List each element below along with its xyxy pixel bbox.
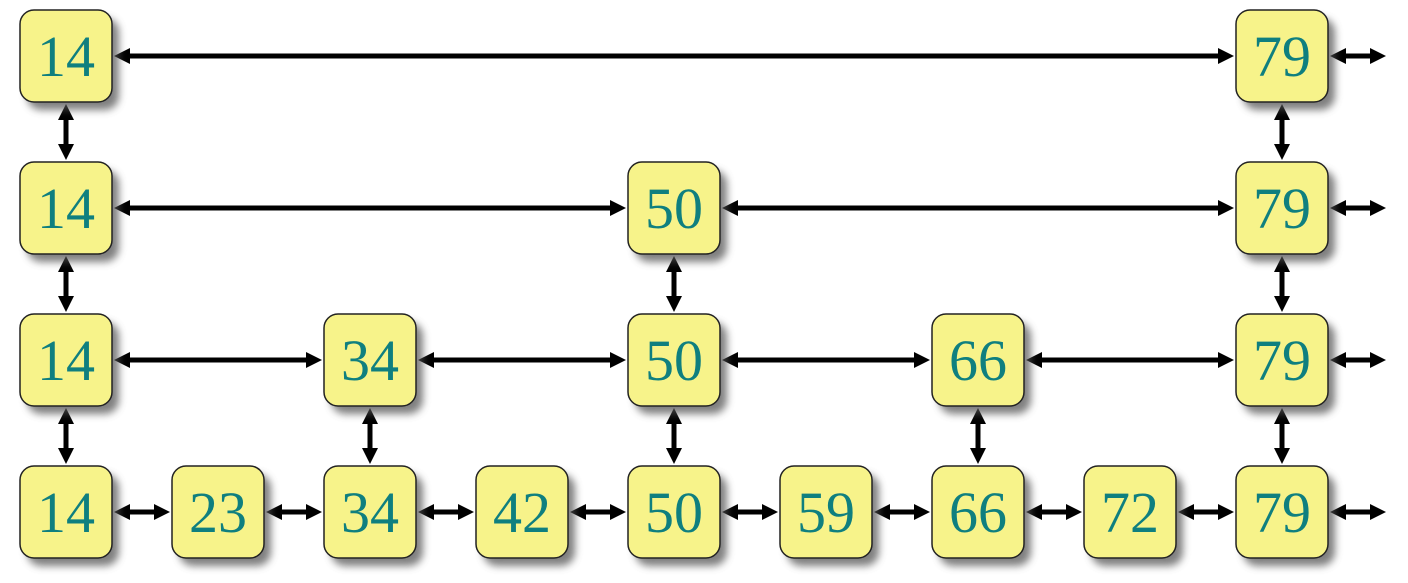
down-link-50-level-1 — [666, 256, 682, 312]
node-key: 14 — [37, 328, 95, 393]
down-link-34-level-2 — [362, 408, 378, 464]
link-level-2-66-79 — [1026, 352, 1234, 368]
node-14-level-3: 14 — [19, 465, 119, 566]
node-key: 50 — [645, 328, 703, 393]
node-34-level-2: 34 — [323, 313, 423, 414]
node-key: 79 — [1253, 480, 1311, 545]
node-14-level-0: 14 — [19, 9, 119, 110]
node-34-level-3: 34 — [323, 465, 423, 566]
node-key: 72 — [1101, 480, 1159, 545]
link-level-3-23-34 — [266, 504, 322, 520]
node-50-level-1: 50 — [627, 161, 727, 262]
node-key: 59 — [797, 480, 855, 545]
node-72-level-3: 72 — [1083, 465, 1183, 566]
link-level-1-14-50 — [114, 200, 626, 216]
node-79-level-3: 79 — [1235, 465, 1335, 566]
link-level-2-50-66 — [722, 352, 930, 368]
node-key: 34 — [341, 328, 399, 393]
node-key: 50 — [645, 176, 703, 241]
node-key: 66 — [949, 328, 1007, 393]
link-level-3-72-79 — [1178, 504, 1234, 520]
node-50-level-2: 50 — [627, 313, 727, 414]
link-level-0-14-79 — [114, 48, 1234, 64]
node-key: 34 — [341, 480, 399, 545]
down-link-79-level-0 — [1274, 104, 1290, 160]
link-level-3-50-59 — [722, 504, 778, 520]
down-link-14-level-2 — [58, 408, 74, 464]
link-level-3-34-42 — [418, 504, 474, 520]
node-key: 79 — [1253, 328, 1311, 393]
node-66-level-3: 66 — [931, 465, 1031, 566]
trailing-link-level-2 — [1330, 352, 1386, 368]
node-79-level-2: 79 — [1235, 313, 1335, 414]
node-key: 50 — [645, 480, 703, 545]
node-14-level-2: 14 — [19, 313, 119, 414]
link-level-3-59-66 — [874, 504, 930, 520]
down-link-14-level-0 — [58, 104, 74, 160]
down-link-79-level-1 — [1274, 256, 1290, 312]
down-link-66-level-2 — [970, 408, 986, 464]
pointer-layer — [58, 48, 1386, 520]
link-level-3-66-72 — [1026, 504, 1082, 520]
node-50-level-3: 50 — [627, 465, 727, 566]
link-level-3-42-50 — [570, 504, 626, 520]
node-14-level-1: 14 — [19, 161, 119, 262]
trailing-link-level-3 — [1330, 504, 1386, 520]
node-key: 42 — [493, 480, 551, 545]
node-key: 79 — [1253, 176, 1311, 241]
link-level-2-14-34 — [114, 352, 322, 368]
down-link-14-level-1 — [58, 256, 74, 312]
node-23-level-3: 23 — [171, 465, 271, 566]
node-key: 14 — [37, 24, 95, 89]
node-key: 14 — [37, 480, 95, 545]
down-link-79-level-2 — [1274, 408, 1290, 464]
trailing-link-level-1 — [1330, 200, 1386, 216]
trailing-link-level-0 — [1330, 48, 1386, 64]
link-level-1-50-79 — [722, 200, 1234, 216]
node-66-level-2: 66 — [931, 313, 1031, 414]
link-level-3-14-23 — [114, 504, 170, 520]
node-79-level-1: 79 — [1235, 161, 1335, 262]
node-layer: 14 79 14 50 79 14 34 50 66 79 14 23 34 42 50 59 66 72 79 — [19, 9, 1335, 566]
down-link-50-level-2 — [666, 408, 682, 464]
node-42-level-3: 42 — [475, 465, 575, 566]
node-key: 66 — [949, 480, 1007, 545]
node-key: 14 — [37, 176, 95, 241]
link-level-2-34-50 — [418, 352, 626, 368]
node-key: 79 — [1253, 24, 1311, 89]
node-key: 23 — [189, 480, 247, 545]
node-79-level-0: 79 — [1235, 9, 1335, 110]
node-59-level-3: 59 — [779, 465, 879, 566]
